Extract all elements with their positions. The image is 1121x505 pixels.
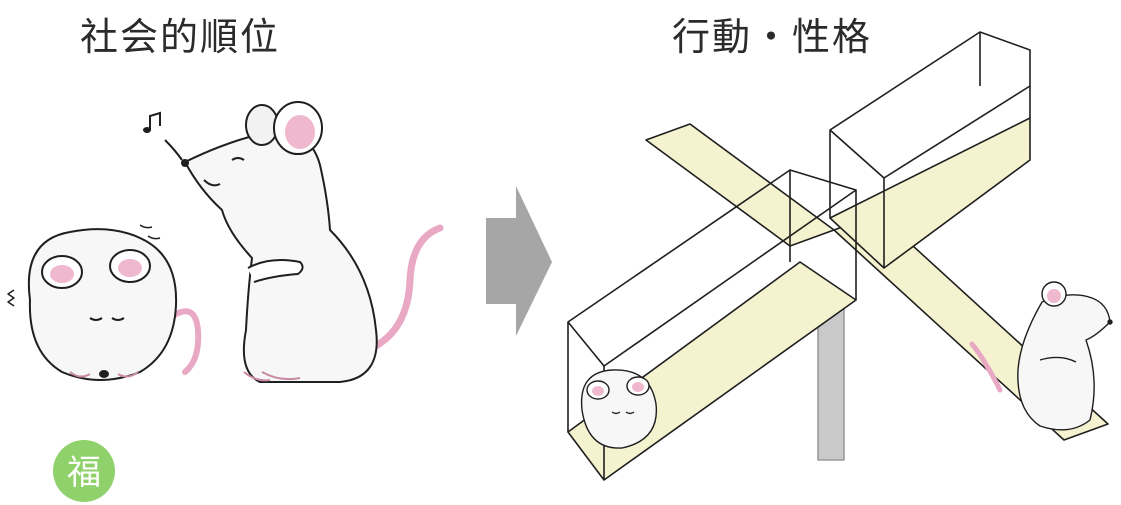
right-title: 行動・性格 [672,15,873,59]
music-note-icon [143,111,183,161]
maze-mouse-open-arm [969,281,1113,431]
closed-arm-back-floor [829,117,1031,269]
dominant-mouse [181,101,444,383]
open-arm-back [645,123,835,247]
maze-mouse-closed-arm [580,369,658,449]
submissive-mouse [7,224,202,381]
dominant-mouse-tail [368,224,444,352]
left-title: 社会的順位 [80,15,281,59]
logo-glyph: 福 [67,453,101,493]
logo: 福 [53,440,115,502]
dominant-mouse-arms [247,259,304,283]
maze-pole [817,299,845,461]
submissive-mouse-tail [167,308,202,375]
elevated-plus-maze [567,31,1113,481]
right-arrow-icon [486,186,552,336]
